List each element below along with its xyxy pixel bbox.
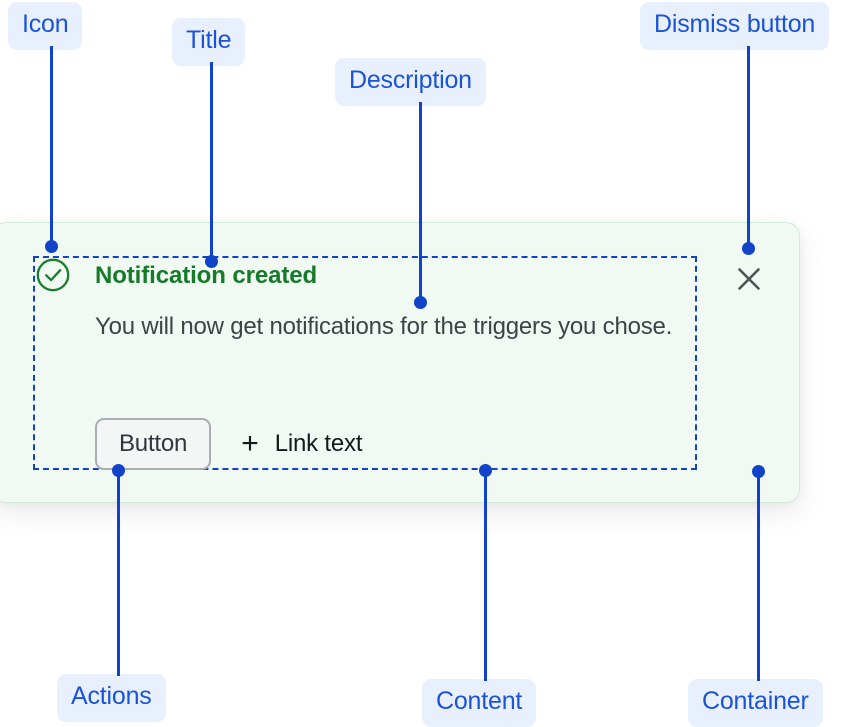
callout-label-content: Content [422,679,537,727]
link-text-label: Link text [274,430,363,457]
notification-title: Notification created [95,262,318,289]
leader-line-title [210,62,213,257]
callout-label-dismiss-button: Dismiss button [640,2,830,50]
callout-label-actions: Actions [57,674,166,722]
leader-line-actions [117,470,120,676]
leader-line-icon [50,46,53,242]
leader-dot-icon [45,240,58,253]
callout-label-title: Title [172,18,246,66]
action-button[interactable]: Button [95,418,212,470]
leader-line-container [757,471,760,681]
leader-line-dismiss-button [747,46,750,246]
notification-actions: Button + Link text [95,418,363,470]
leader-dot-description [414,296,427,309]
leader-dot-dismiss-button [742,242,755,255]
add-link-action[interactable]: + Link text [241,429,362,459]
callout-label-container: Container [688,679,823,727]
notification-description: You will now get notifications for the t… [95,313,673,340]
leader-line-content [484,470,487,681]
check-circle-icon [36,258,70,292]
notification-content-region [33,256,697,470]
leader-dot-title [205,255,218,268]
close-icon[interactable] [733,263,765,295]
callout-label-description: Description [335,58,486,106]
leader-dot-container [752,465,765,478]
plus-icon: + [241,427,259,460]
leader-line-description [419,102,422,298]
leader-dot-content [479,464,492,477]
callout-label-icon: Icon [8,2,83,50]
leader-dot-actions [112,464,125,477]
